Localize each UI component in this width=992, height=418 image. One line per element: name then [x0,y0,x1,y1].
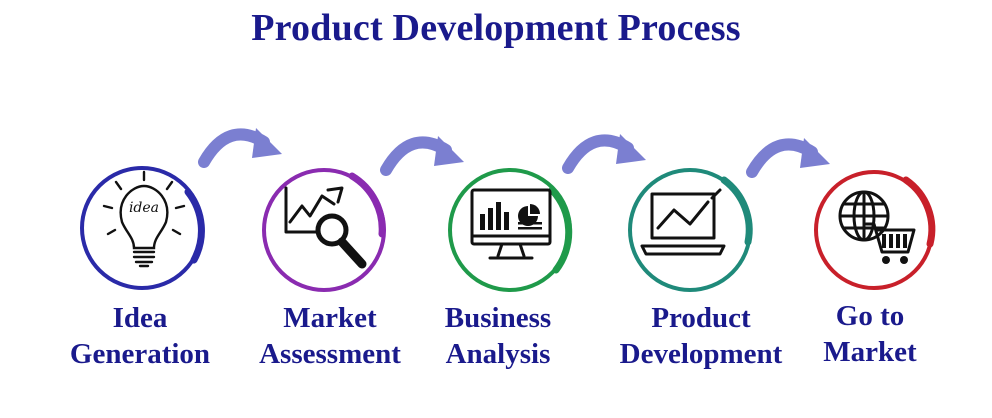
label-line-2: Development [619,338,783,370]
flow-arrow-1 [198,128,282,168]
step-label-market-assessment: Market Assessment [240,300,420,372]
bulb-text: idea [129,200,159,216]
step-business-analysis [444,160,584,300]
flow-arrow-2 [380,136,464,176]
chart-magnifier-icon [284,186,367,269]
monitor-dashboard-icon [470,188,552,260]
step-label-product-development: Product Development [606,300,796,372]
label-line-1: Go to [835,300,905,332]
globe-cart-icon [838,190,916,264]
lightbulb-idea-icon: idea [102,170,186,268]
label-line-1: Idea [112,302,168,334]
label-line-2: Market [823,336,917,368]
step-market-assessment [256,160,396,300]
label-line-1: Product [651,302,751,334]
flow-arrow-3 [562,134,646,174]
laptop-chart-icon [640,188,726,256]
label-line-1: Market [283,302,377,334]
step-label-idea-generation: Idea Generation [60,300,220,372]
label-line-2: Analysis [445,338,551,370]
step-label-business-analysis: Business Analysis [418,300,578,372]
label-line-2: Assessment [259,338,401,370]
label-line-1: Business [444,302,552,334]
step-product-development [624,160,764,300]
step-idea-generation: idea [76,160,216,300]
flow-arrow-4 [746,138,830,178]
step-label-go-to-market: Go to Market [800,298,940,370]
label-line-2: Generation [69,338,211,370]
page-title: Product Development Process [251,7,741,49]
step-go-to-market [808,160,948,300]
